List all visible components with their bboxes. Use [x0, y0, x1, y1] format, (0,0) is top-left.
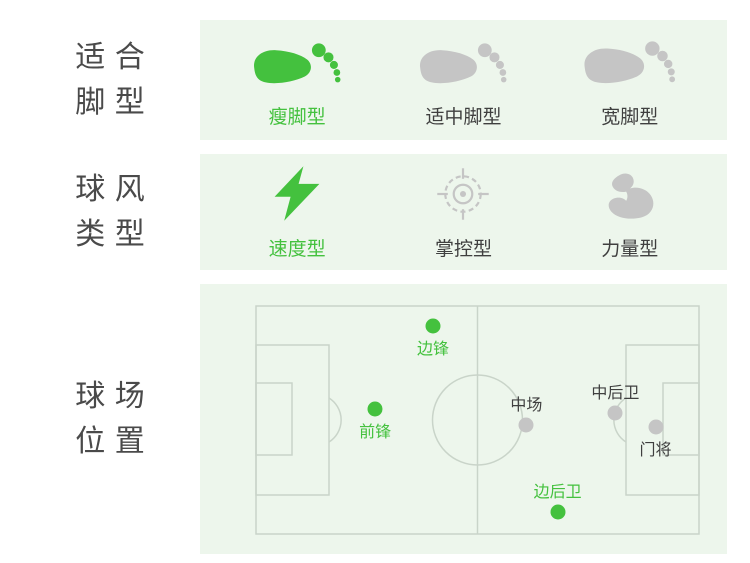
footprint-icon: [250, 31, 344, 89]
position-dot: [425, 318, 441, 334]
position-dot: [518, 417, 534, 433]
heading-line: 位置: [75, 425, 155, 458]
position-label: 中场: [510, 396, 543, 414]
field-position-heading: 球场 位置: [20, 284, 200, 554]
heading-line: 脚型: [75, 86, 155, 119]
position-dot: [367, 401, 383, 416]
position-label: 中后卫: [591, 385, 640, 403]
field-position-section: 球场 位置: [20, 284, 727, 554]
play-style-section: 球风 类型 速度型: [20, 154, 727, 270]
option-label: 力量型: [601, 239, 659, 260]
heading-line: 类型: [75, 218, 155, 251]
position-label: 门将: [639, 441, 672, 459]
option-label: 宽脚型: [601, 107, 659, 128]
position-dot: [607, 405, 623, 421]
muscle-icon: [602, 163, 658, 221]
option-narrow-foot: 瘦脚型: [242, 31, 352, 129]
option-wide-foot: 宽脚型: [575, 31, 685, 129]
soccer-pitch-diagram: 边锋 前锋 中场 中后卫 门将: [255, 305, 700, 535]
target-icon: [436, 163, 490, 221]
option-label: 瘦脚型: [268, 107, 326, 128]
foot-type-heading: 适合 脚型: [20, 20, 200, 140]
foot-type-section: 适合 脚型 瘦脚型: [20, 20, 727, 140]
footprint-icon: [416, 31, 510, 89]
option-label: 掌控型: [434, 239, 492, 260]
option-power: 力量型: [575, 163, 685, 261]
option-control: 掌控型: [408, 163, 518, 261]
position-label: 边锋: [416, 340, 450, 358]
option-label: 适中脚型: [425, 107, 502, 128]
play-style-options: 速度型 掌控型: [200, 154, 727, 270]
option-medium-foot: 适中脚型: [408, 31, 518, 129]
heading-line: 球风: [75, 173, 155, 206]
play-style-heading: 球风 类型: [20, 154, 200, 270]
foot-type-options: 瘦脚型 适中脚型: [200, 20, 727, 140]
heading-line: 适合: [75, 41, 155, 74]
pitch-lines: [255, 305, 700, 535]
pitch-area: 边锋 前锋 中场 中后卫 门将: [200, 284, 727, 554]
option-label: 速度型: [268, 239, 326, 260]
position-label: 边后卫: [533, 484, 582, 501]
heading-line: 球场: [75, 380, 155, 413]
lightning-icon: [273, 163, 321, 221]
option-speed: 速度型: [242, 163, 352, 261]
position-label: 前锋: [359, 423, 392, 441]
position-dot: [648, 419, 663, 435]
position-dot: [550, 504, 566, 520]
footprint-icon: [580, 31, 679, 89]
